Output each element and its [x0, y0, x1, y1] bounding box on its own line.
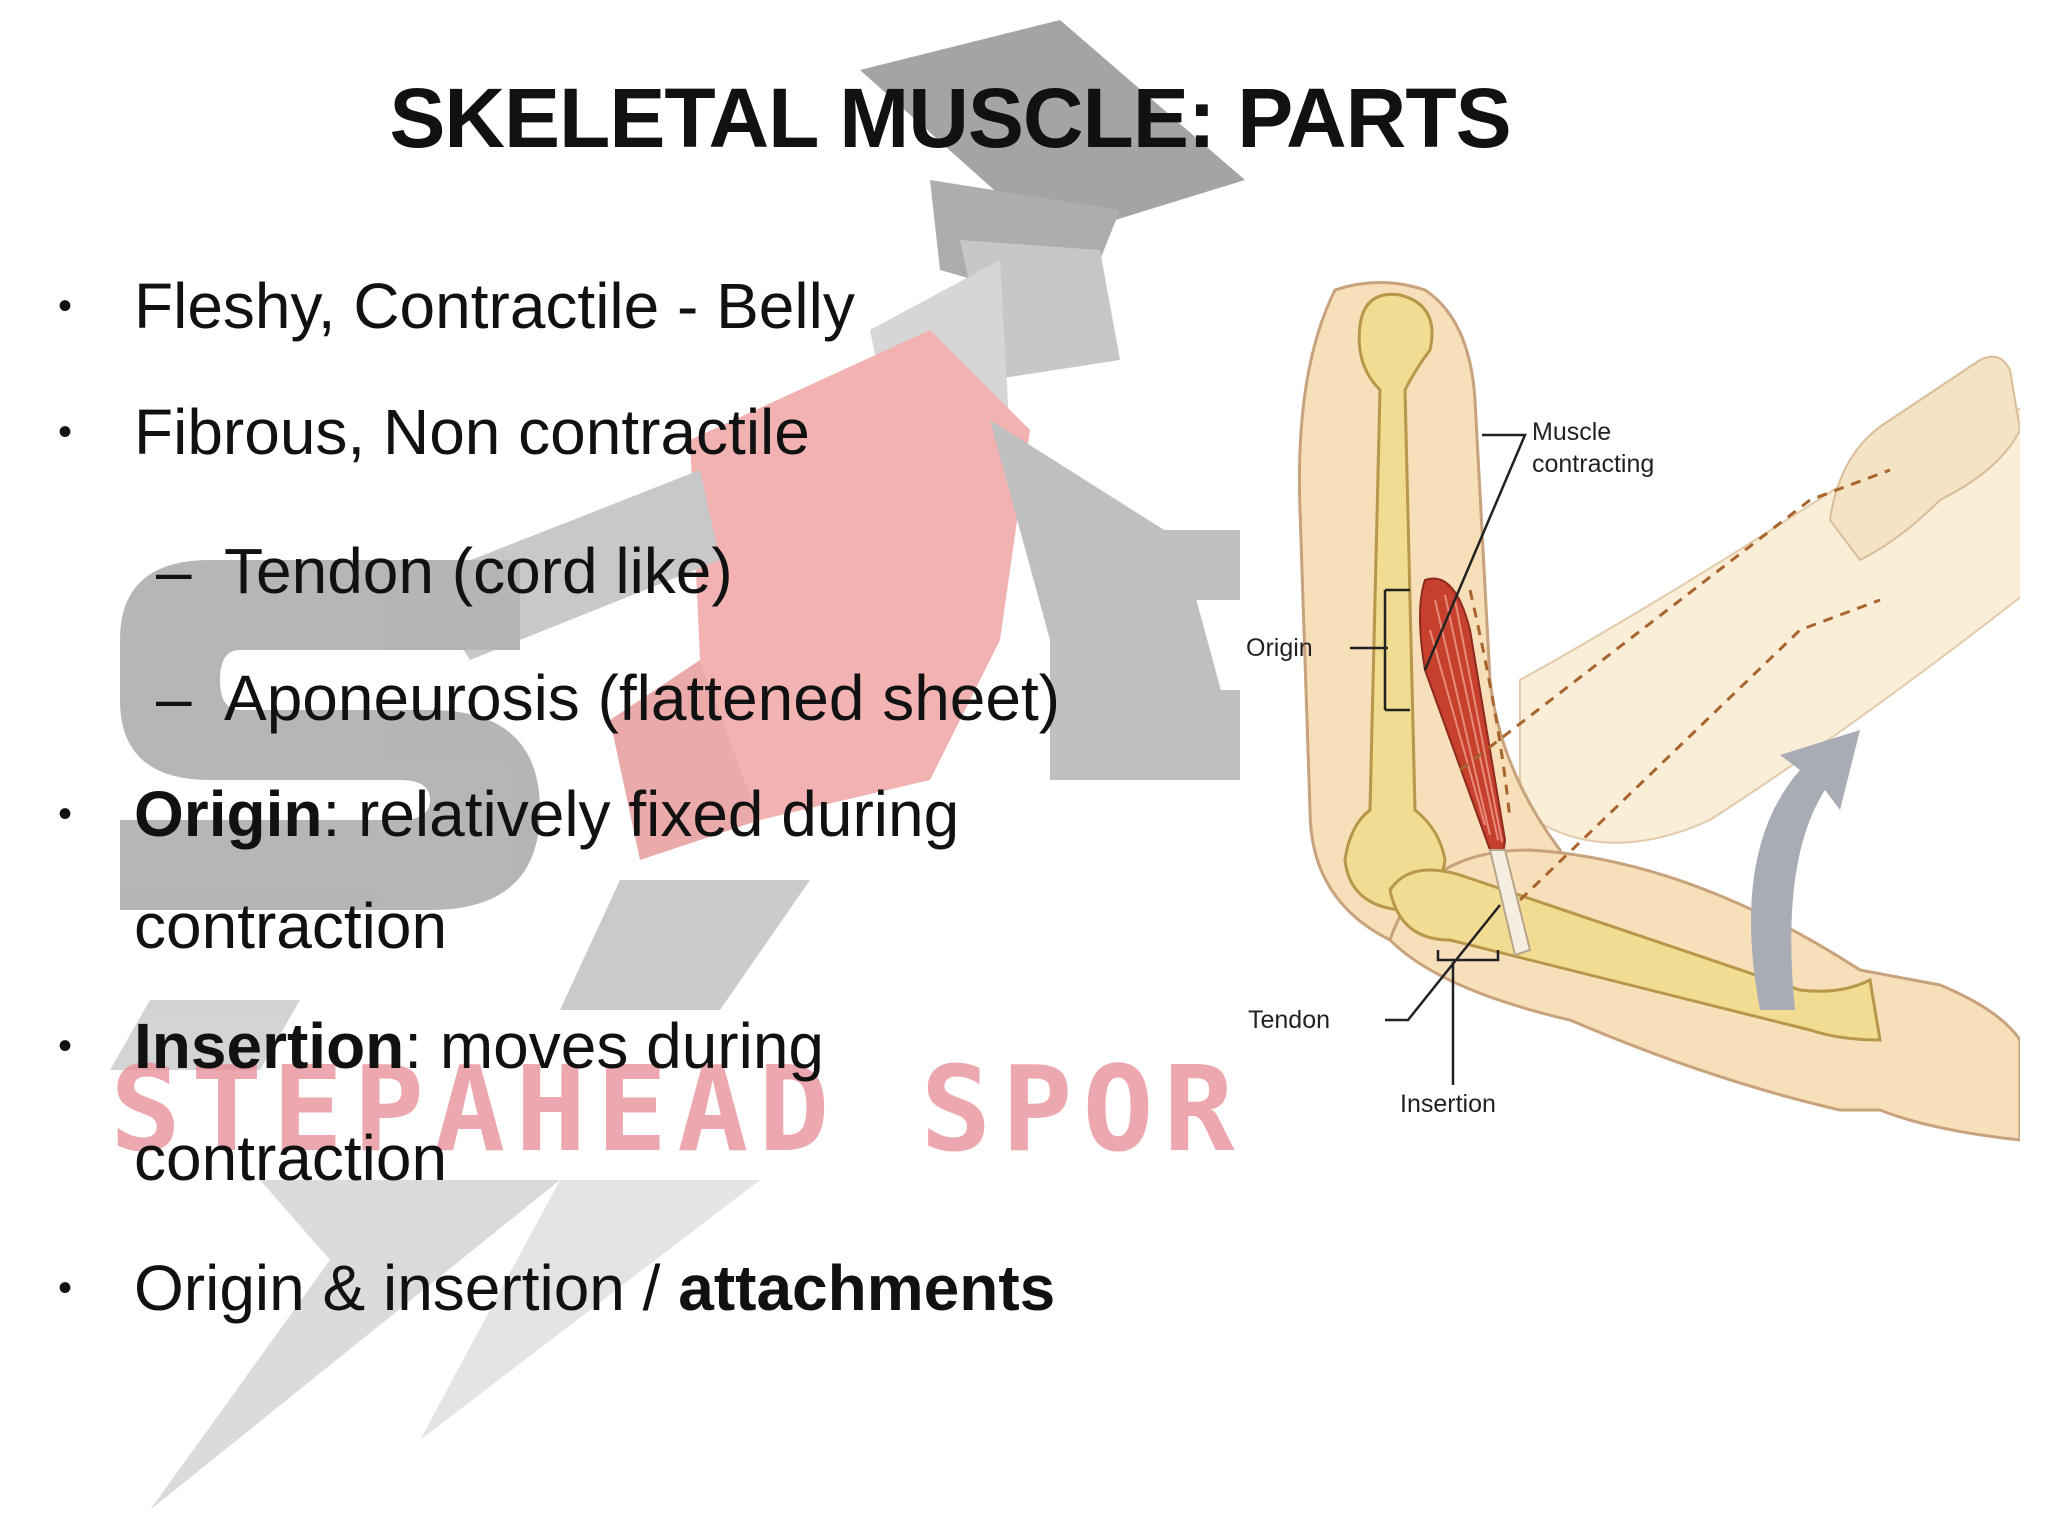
flexed-position-dashes [1459, 468, 1891, 902]
bullet-dot: • [58, 410, 73, 454]
bullet-insertion: • Insertion: moves during contraction [58, 990, 824, 1214]
sub-bullet-text: Aponeurosis (flattened sheet) [224, 662, 1061, 734]
bullet-text: Fleshy, Contractile - Belly [134, 270, 855, 342]
muscle-fibers [1429, 594, 1503, 843]
sub-bullet-dash: – [156, 535, 192, 607]
bullet-text: Origin & insertion / [134, 1252, 679, 1324]
bullet-dot: • [58, 1266, 73, 1310]
sub-bullet-aponeurosis: – Aponeurosis (flattened sheet) [156, 642, 1061, 754]
slide-title: SKELETAL MUSCLE: PARTS [389, 71, 1511, 165]
humerus-bone [1343, 292, 1447, 912]
bullet-continuation: contraction [134, 1122, 448, 1194]
bullet-text: : relatively fixed during [322, 778, 960, 850]
bullet-bold-term: attachments [678, 1252, 1056, 1324]
bullet-belly: • Fleshy, Contractile - Belly [58, 250, 855, 362]
sub-bullet-dash: – [156, 662, 192, 734]
bullet-dot: • [58, 1024, 73, 1068]
tendon [1488, 849, 1532, 957]
bullet-fibrous: • Fibrous, Non contractile [58, 376, 810, 488]
label-muscle-line1: Muscle [1532, 418, 1611, 446]
label-insertion: Insertion [1400, 1090, 1496, 1118]
bullet-dot: • [58, 284, 73, 328]
flexion-arrow [1751, 730, 1860, 1010]
bullet-bold-term: Origin [134, 778, 323, 850]
sub-bullet-text: Tendon (cord like) [224, 535, 733, 607]
bullet-text: : moves during [404, 1010, 824, 1082]
leader-lines [1350, 433, 1527, 1085]
bullet-origin: • Origin: relatively fixed during contra… [58, 758, 960, 982]
watermark-text: STEPAHEAD SPOR [110, 1040, 1245, 1178]
label-tendon: Tendon [1248, 1006, 1330, 1034]
label-muscle-line2: contracting [1532, 450, 1654, 478]
bullet-bold-term: Insertion [134, 1010, 405, 1082]
flexed-hand [1828, 355, 2020, 562]
bullet-continuation: contraction [134, 890, 448, 962]
sub-bullet-tendon: – Tendon (cord like) [156, 515, 733, 627]
arm-muscle-diagram: Muscle contracting Origin Tendon Inserti… [1240, 250, 2020, 1150]
bullet-dot: • [58, 792, 73, 836]
label-origin: Origin [1246, 634, 1313, 662]
bullet-attachments: • Origin & insertion / attachments [58, 1232, 1056, 1344]
bullet-text: Fibrous, Non contractile [134, 396, 810, 468]
